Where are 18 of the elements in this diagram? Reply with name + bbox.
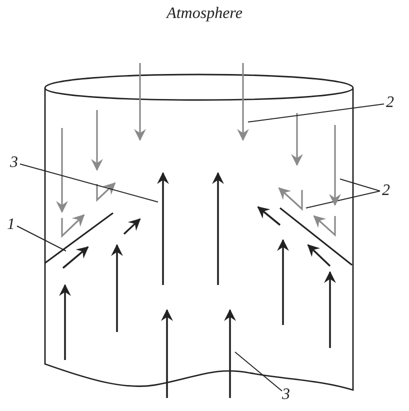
callout-number: 1 <box>7 217 15 233</box>
flow-arrow <box>329 125 341 206</box>
leader-line <box>340 178 380 192</box>
leader-line <box>234 352 282 392</box>
callout-number: 3 <box>282 387 290 403</box>
title: Atmosphere <box>166 4 242 24</box>
flow-arrow <box>224 309 236 398</box>
leader-line <box>248 104 384 122</box>
leader-line <box>16 226 66 252</box>
callout-number: 3 <box>10 155 18 171</box>
leader-line <box>20 164 158 202</box>
flow-arrow <box>157 172 169 285</box>
callout-number: 2 <box>382 183 390 199</box>
flow-arrow <box>237 63 249 141</box>
leader-line <box>306 190 380 208</box>
flow-arrow <box>278 187 303 211</box>
callout-number: 2 <box>386 95 394 111</box>
baffle-plate <box>44 212 114 264</box>
